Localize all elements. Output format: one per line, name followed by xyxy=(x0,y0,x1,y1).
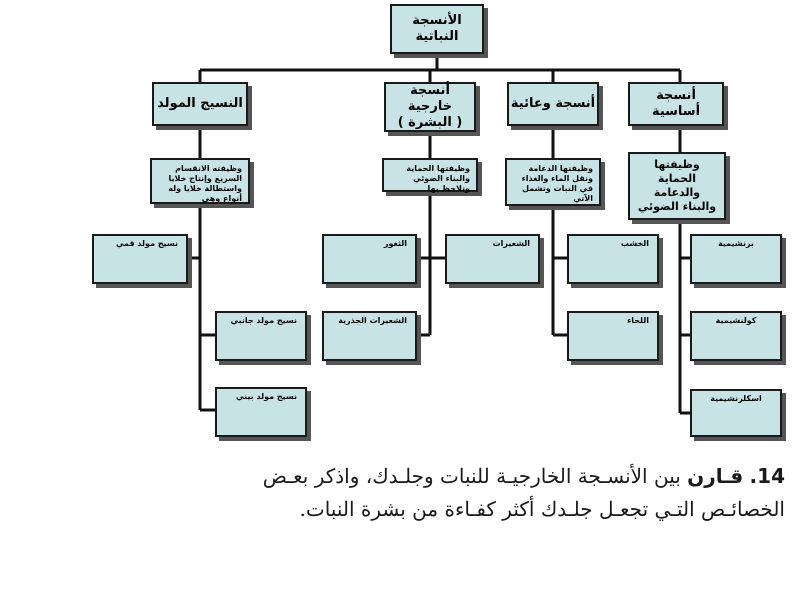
ground-item-parenchyma: برنشيمية xyxy=(690,234,782,284)
meristem-item-intercalary: نسيج مولد بيني xyxy=(215,387,307,437)
question-14: 14. قـارن بين الأنسـجة الخارجيـة للنبات … xyxy=(225,460,785,526)
ground-title-box: أنسجة أساسية xyxy=(628,82,724,126)
root-box: الأنسجة النباتية xyxy=(390,4,484,54)
meristem-item-label: نسيج مولد قمي xyxy=(115,239,178,248)
meristem-item-apical: نسيج مولد قمي xyxy=(92,234,188,284)
ground-item-label: اسكلرنشيمية xyxy=(710,394,762,403)
dermal-title-line2: ( البشرة ) xyxy=(397,115,463,130)
ground-description-box: وظيفتها الحماية والدعامة والبناء الضوئي xyxy=(628,152,726,220)
meristem-title: النسيج المولد xyxy=(157,96,243,111)
question-verb: قـارن xyxy=(687,464,744,488)
ground-item-collenchyma: كولنشيمية xyxy=(690,311,782,361)
ground-description: وظيفتها الحماية والدعامة والبناء الضوئي xyxy=(637,158,717,213)
dermal-title-box: أنسجة خارجية ( البشرة ) xyxy=(384,82,476,132)
question-number: 14. xyxy=(749,464,785,488)
meristem-description: وظيفته الانقسام السريع وإنتاج خلايا واست… xyxy=(168,164,242,203)
dermal-item-label: الشعيرات الجذرية xyxy=(338,316,407,325)
vascular-title-box: أنسجة وعائية xyxy=(507,82,599,126)
meristem-item-lateral: نسيج مولد جانبي xyxy=(215,311,307,361)
dermal-item-root-hairs: الشعيرات الجذرية xyxy=(322,311,417,361)
ground-title: أنسجة أساسية xyxy=(651,88,701,119)
ground-item-label: برنشيمية xyxy=(718,239,754,248)
dermal-title-line1: أنسجة خارجية xyxy=(407,83,453,114)
dermal-item-label: الثغور xyxy=(383,239,407,248)
vascular-item-label: الخشب xyxy=(620,239,649,248)
root-label: الأنسجة النباتية xyxy=(412,13,462,44)
dermal-item-label: الشعيرات xyxy=(492,239,530,248)
dermal-description: وظيفتها الحماية والبناء الضوئي وتلاحظ به… xyxy=(406,164,470,193)
vascular-item-label: اللحاء xyxy=(627,316,649,325)
dermal-item-hairs: الشعيرات xyxy=(445,234,540,284)
vascular-description-box: وظيفتها الدعامة ونقل الماء والغذاء في ال… xyxy=(505,158,601,206)
vascular-item-phloem: اللحاء xyxy=(567,311,659,361)
meristem-item-label: نسيج مولد جانبي xyxy=(230,316,297,325)
dermal-item-stomata: الثغور xyxy=(322,234,417,284)
ground-item-label: كولنشيمية xyxy=(715,316,757,325)
vascular-item-xylem: الخشب xyxy=(567,234,659,284)
meristem-title-box: النسيج المولد xyxy=(152,82,248,126)
meristem-description-box: وظيفته الانقسام السريع وإنتاج خلايا واست… xyxy=(150,158,250,204)
ground-item-sclerenchyma: اسكلرنشيمية xyxy=(690,389,782,437)
meristem-item-label: نسيج مولد بيني xyxy=(236,392,297,401)
vascular-description: وظيفتها الدعامة ونقل الماء والغذاء في ال… xyxy=(521,164,593,203)
vascular-title: أنسجة وعائية xyxy=(510,96,596,111)
question-text: بين الأنسـجة الخارجيـة للنبات وجلـدك، وا… xyxy=(262,464,785,521)
dermal-description-box: وظيفتها الحماية والبناء الضوئي وتلاحظ به… xyxy=(382,158,478,193)
